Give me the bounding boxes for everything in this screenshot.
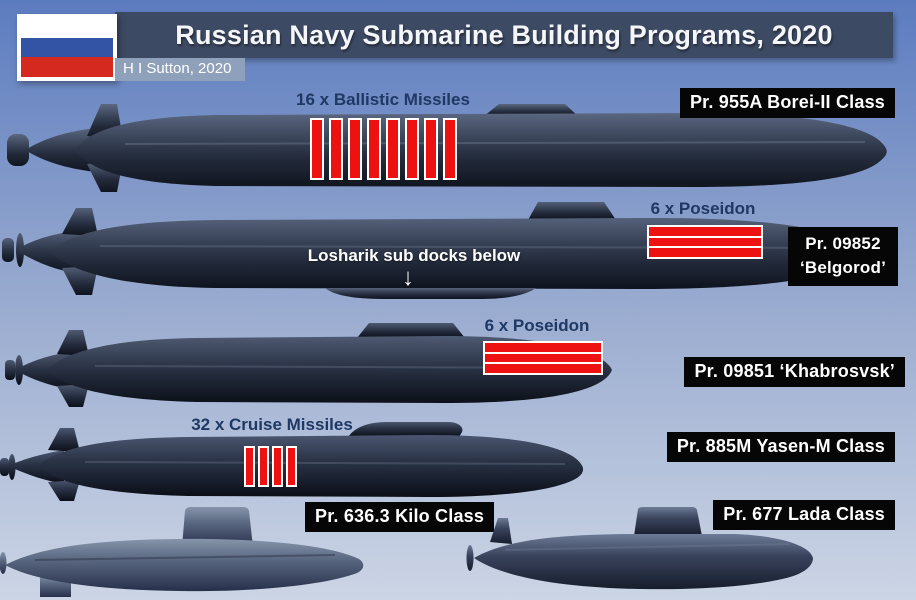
belgorod-label-line1: Pr. 09852 — [805, 234, 881, 253]
author-credit: H I Sutton, 2020 — [115, 58, 246, 81]
missile-tube — [286, 446, 297, 487]
deck-line — [84, 461, 566, 465]
deck-line — [504, 543, 791, 551]
propeller-icon — [7, 134, 29, 166]
sail — [182, 507, 253, 547]
kilo-silhouette — [0, 507, 364, 597]
belgorod-poseidon-tubes — [647, 225, 763, 259]
poseidon-tube — [485, 343, 601, 352]
stern-cone — [16, 230, 80, 274]
missile-tube — [367, 118, 381, 180]
hull — [47, 336, 612, 403]
missile-tube — [310, 118, 324, 180]
propeller-icon — [0, 458, 9, 476]
upper-fin — [48, 428, 80, 452]
sail — [634, 507, 702, 536]
upper-fin — [490, 518, 512, 544]
upper-fin — [62, 208, 98, 236]
lada-class-label: Pr. 677 Lada Class — [713, 500, 895, 530]
missile-tube — [244, 446, 255, 487]
lada-silhouette — [466, 507, 813, 590]
deck-line — [34, 554, 336, 561]
missile-tube — [272, 446, 283, 487]
losharik-note: Losharik sub docks below — [307, 246, 521, 265]
flag-stripe-red — [21, 57, 113, 78]
belly-dock — [325, 288, 536, 299]
lower-fin — [48, 480, 80, 501]
borei-silhouette — [7, 104, 887, 192]
belgorod-label-line2: ‘Belgorod’ — [799, 257, 886, 277]
belgorod-weapons-note: 6 x Poseidon — [650, 199, 756, 218]
poseidon-tube — [649, 248, 761, 258]
sail — [357, 323, 465, 338]
kilo-class-label: Pr. 636.3 Kilo Class — [305, 502, 495, 532]
hull — [38, 435, 584, 497]
propeller-icon — [0, 552, 7, 574]
missile-tube — [386, 118, 400, 180]
propeller-icon — [466, 545, 474, 571]
hull — [474, 534, 813, 590]
missile-tube — [424, 118, 438, 180]
page-title: Russian Navy Submarine Building Programs… — [175, 19, 833, 50]
missile-tube — [443, 118, 457, 180]
poseidon-tube — [485, 364, 601, 374]
poseidon-tube — [649, 227, 761, 236]
russia-flag-icon — [17, 14, 117, 81]
title-bar: Russian Navy Submarine Building Programs… — [115, 12, 893, 58]
yasen-missile-tubes — [244, 446, 297, 487]
borei-missile-tubes — [310, 118, 457, 180]
upper-fin — [57, 330, 89, 356]
poseidon-tube — [649, 237, 761, 247]
missile-tube — [405, 118, 419, 180]
missile-tube — [348, 118, 362, 180]
yasen-class-label: Pr. 885M Yasen-M Class — [666, 432, 895, 462]
yasen-silhouette — [0, 422, 584, 501]
khabrosvsk-class-label: Pr. 09851 ‘Khabrosvsk’ — [684, 357, 905, 387]
sail — [528, 202, 616, 220]
hull — [75, 112, 887, 187]
lower-fin — [62, 266, 98, 295]
propeller-icon — [2, 238, 14, 262]
khabrosvsk-silhouette — [5, 323, 612, 407]
poseidon-tube — [485, 353, 601, 363]
missile-tube — [258, 446, 269, 487]
deck-line — [124, 141, 866, 145]
propeller-icon — [5, 360, 15, 380]
khabrosvsk-weapons-note: 6 x Poseidon — [484, 316, 590, 335]
borei-weapons-note: 16 x Ballistic Missiles — [296, 90, 470, 109]
sail — [348, 422, 463, 437]
belgorod-class-label: Pr. 09852 ‘Belgorod’ — [787, 227, 898, 286]
stern-cone — [25, 128, 95, 172]
down-arrow-icon: ↓ — [402, 264, 414, 291]
flag-stripe-blue — [21, 37, 113, 58]
hull — [5, 538, 364, 592]
khabrosvsk-poseidon-tubes — [483, 341, 603, 375]
flag-stripe-white — [21, 18, 113, 38]
missile-tube — [329, 118, 343, 180]
lower-fin — [57, 384, 89, 407]
borei-class-label: Pr. 955A Borei-II Class — [679, 88, 895, 118]
yasen-weapons-note: 32 x Cruise Missiles — [191, 415, 353, 434]
